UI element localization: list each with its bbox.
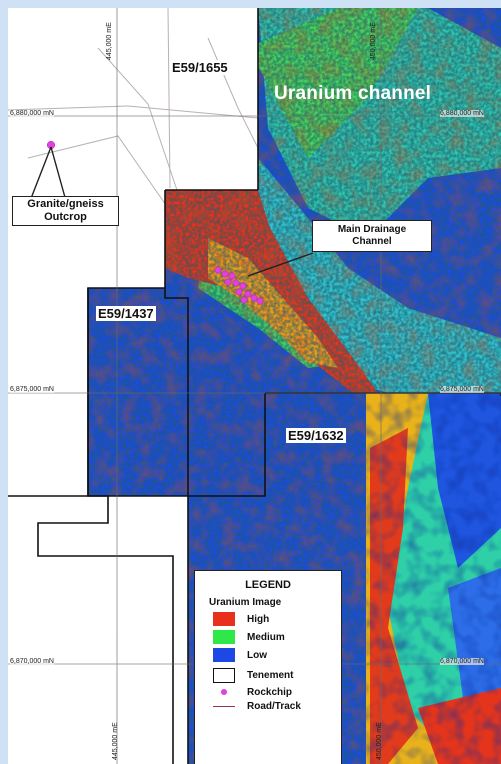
legend-rockchip-swatch	[213, 687, 235, 698]
legend-subtitle: Uranium Image	[209, 597, 282, 608]
grid-label-6875000-right: 6,875,000 mN	[440, 386, 484, 393]
legend-item-low: Low	[213, 648, 341, 662]
grid-label-450000-bottom: 450,000 mE	[376, 722, 383, 760]
tenement-label-e59-1437: E59/1437	[96, 306, 156, 321]
legend-rockchip-label: Rockchip	[247, 687, 293, 698]
grid-label-6880000-right: 6,880,000 mN	[440, 110, 484, 117]
legend-tenement: Tenement	[213, 668, 341, 683]
legend-label-medium: Medium	[247, 631, 285, 643]
legend-road-label: Road/Track	[247, 701, 301, 712]
legend-road-swatch	[213, 705, 235, 708]
rockchip-samples	[46, 140, 264, 305]
legend-rockchip: Rockchip	[213, 687, 341, 698]
grid-label-445000-bottom: 445,000 mE	[112, 722, 119, 760]
callout-leaders	[29, 146, 314, 277]
map-title: Uranium channel	[274, 83, 432, 104]
callout-drainage-line2: Channel	[352, 236, 392, 247]
legend-item-high: High	[213, 612, 341, 626]
legend-road: Road/Track	[213, 701, 341, 712]
legend-swatch-low	[213, 648, 235, 662]
tenement-label-e59-1655: E59/1655	[170, 60, 230, 75]
tenement-label-e59-1632: E59/1632	[286, 428, 346, 443]
legend-label-low: Low	[247, 649, 267, 661]
tenement-e59-1632	[188, 393, 266, 497]
legend-swatch-high	[213, 612, 235, 626]
legend-tenement-swatch	[213, 668, 235, 683]
legend-label-high: High	[247, 613, 270, 625]
grid-label-6880000-left: 6,880,000 mN	[10, 110, 54, 117]
grid-label-6870000-left: 6,870,000 mN	[10, 658, 54, 665]
grid-label-6875000-left: 6,875,000 mN	[10, 386, 54, 393]
uranium-imagery-right	[366, 393, 501, 764]
grid-label-6870000-right: 6,870,000 mN	[440, 658, 484, 665]
grid-label-450000-top: 450,000 mE	[370, 22, 377, 60]
callout-outcrop-line2: Outcrop	[44, 211, 87, 223]
grid-label-445000-top: 445,000 mE	[106, 22, 113, 60]
legend-title: LEGEND	[245, 579, 291, 591]
callout-outcrop: Granite/gneiss Outcrop	[12, 196, 119, 226]
legend-tenement-label: Tenement	[247, 670, 294, 681]
legend-item-medium: Medium	[213, 630, 341, 644]
callout-outcrop-line1: Granite/gneiss	[27, 198, 104, 210]
callout-drainage: Main Drainage Channel	[312, 220, 432, 252]
legend-swatch-medium	[213, 630, 235, 644]
callout-drainage-line1: Main Drainage	[337, 224, 407, 235]
map-viewport[interactable]: Uranium channel 445,000 mE 450,000 mE 44…	[8, 8, 501, 764]
